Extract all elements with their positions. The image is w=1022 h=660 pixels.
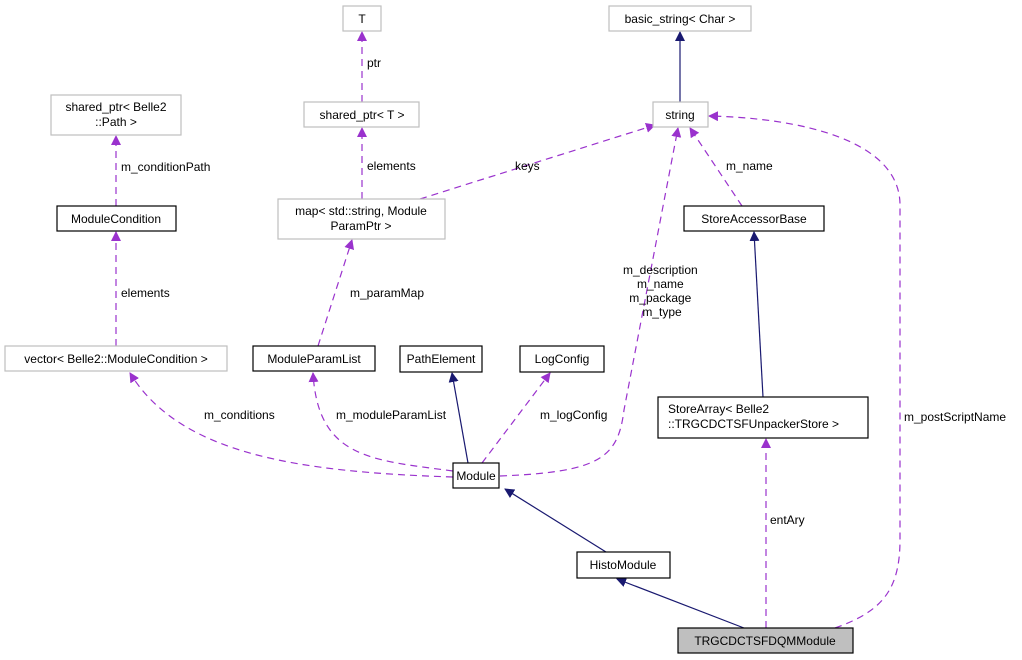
edge-label-m-condition-path: m_conditionPath bbox=[121, 160, 210, 174]
edge-label-elements-vector: elements bbox=[121, 286, 170, 300]
label-m-description: m_description bbox=[623, 263, 698, 277]
svg-text:T: T bbox=[358, 12, 366, 26]
edge-store-array-accessor bbox=[749, 231, 764, 398]
svg-text:basic_string< Char >: basic_string< Char > bbox=[625, 12, 736, 26]
edge-label-m-conditions: m_conditions bbox=[204, 408, 275, 422]
edge-label-ent-ary: entAry bbox=[770, 513, 805, 527]
edge-m-log-config bbox=[481, 372, 551, 464]
node-vector[interactable]: vector< Belle2::ModuleCondition > bbox=[4, 345, 228, 372]
svg-text:string: string bbox=[665, 108, 694, 122]
edge-label-module-strings: m_description m_name m_package m_type bbox=[623, 263, 701, 319]
node-shared-ptr-t[interactable]: shared_ptr< T > bbox=[303, 101, 420, 128]
svg-text:TRGCDCTSFDQMModule: TRGCDCTSFDQMModule bbox=[694, 634, 836, 648]
node-trgcdctsfdqm-module[interactable]: TRGCDCTSFDQMModule bbox=[677, 627, 854, 654]
node-basic-string[interactable]: basic_string< Char > bbox=[608, 5, 752, 32]
node-module[interactable]: Module bbox=[452, 462, 500, 489]
svg-text:ModuleCondition: ModuleCondition bbox=[71, 212, 161, 226]
svg-text:HistoModule: HistoModule bbox=[590, 558, 657, 572]
edge-label-m-name: m_name bbox=[726, 159, 773, 173]
edge-histo-module bbox=[504, 488, 607, 553]
node-module-param-list[interactable]: ModuleParamList bbox=[252, 345, 376, 372]
svg-text:PathElement: PathElement bbox=[407, 352, 476, 366]
svg-text:ParamPtr >: ParamPtr > bbox=[330, 219, 391, 233]
edge-label-elements-map: elements bbox=[367, 159, 416, 173]
node-t[interactable]: T bbox=[342, 5, 382, 32]
label-m-package: m_package bbox=[629, 291, 691, 305]
node-store-array[interactable]: StoreArray< Belle2::TRGCDCTSFUnpackerSto… bbox=[657, 396, 869, 439]
edge-label-m-log-config: m_logConfig bbox=[540, 408, 607, 422]
svg-text:::TRGCDCTSFUnpackerStore >: ::TRGCDCTSFUnpackerStore > bbox=[668, 417, 839, 431]
svg-text:Module: Module bbox=[456, 469, 496, 483]
edge-keys bbox=[419, 122, 656, 200]
svg-text:::Path >: ::Path > bbox=[95, 115, 137, 129]
node-module-condition[interactable]: ModuleCondition bbox=[56, 205, 177, 232]
svg-text:StoreAccessorBase: StoreAccessorBase bbox=[701, 212, 807, 226]
node-store-accessor-base[interactable]: StoreAccessorBase bbox=[683, 205, 825, 232]
svg-text:LogConfig: LogConfig bbox=[535, 352, 590, 366]
edge-dqm-histo bbox=[616, 577, 745, 629]
svg-text:ModuleParamList: ModuleParamList bbox=[267, 352, 361, 366]
svg-text:StoreArray< Belle2: StoreArray< Belle2 bbox=[668, 402, 769, 416]
node-path-element[interactable]: PathElement bbox=[399, 345, 483, 373]
edge-label-ptr: ptr bbox=[367, 56, 381, 70]
node-log-config[interactable]: LogConfig bbox=[519, 345, 605, 373]
edge-module-path-element bbox=[448, 372, 469, 464]
edge-label-keys: keys bbox=[515, 159, 540, 173]
label-m-type: m_type bbox=[642, 305, 682, 319]
edge-m-module-param-list bbox=[308, 372, 454, 472]
edge-m-param-map bbox=[317, 239, 355, 347]
svg-text:shared_ptr< Belle2: shared_ptr< Belle2 bbox=[65, 100, 166, 114]
edge-label-m-post-script-name: m_postScriptName bbox=[904, 410, 1006, 424]
node-histo-module[interactable]: HistoModule bbox=[576, 551, 671, 579]
edge-m-name bbox=[689, 127, 743, 207]
svg-text:vector< Belle2::ModuleConditio: vector< Belle2::ModuleCondition > bbox=[24, 352, 207, 366]
edge-m-post-script-name bbox=[708, 111, 901, 629]
label-m-name: m_name bbox=[637, 277, 684, 291]
edge-module-strings bbox=[499, 127, 682, 477]
edge-label-m-param-map: m_paramMap bbox=[350, 286, 424, 300]
svg-text:shared_ptr< T >: shared_ptr< T > bbox=[320, 108, 405, 122]
svg-text:map< std::string, Module: map< std::string, Module bbox=[295, 204, 427, 218]
node-string[interactable]: string bbox=[652, 101, 709, 128]
edge-m-conditions bbox=[129, 372, 454, 478]
edge-label-m-module-param-list: m_moduleParamList bbox=[336, 408, 447, 422]
node-shared-ptr-path[interactable]: shared_ptr< Belle2::Path > bbox=[50, 94, 182, 136]
